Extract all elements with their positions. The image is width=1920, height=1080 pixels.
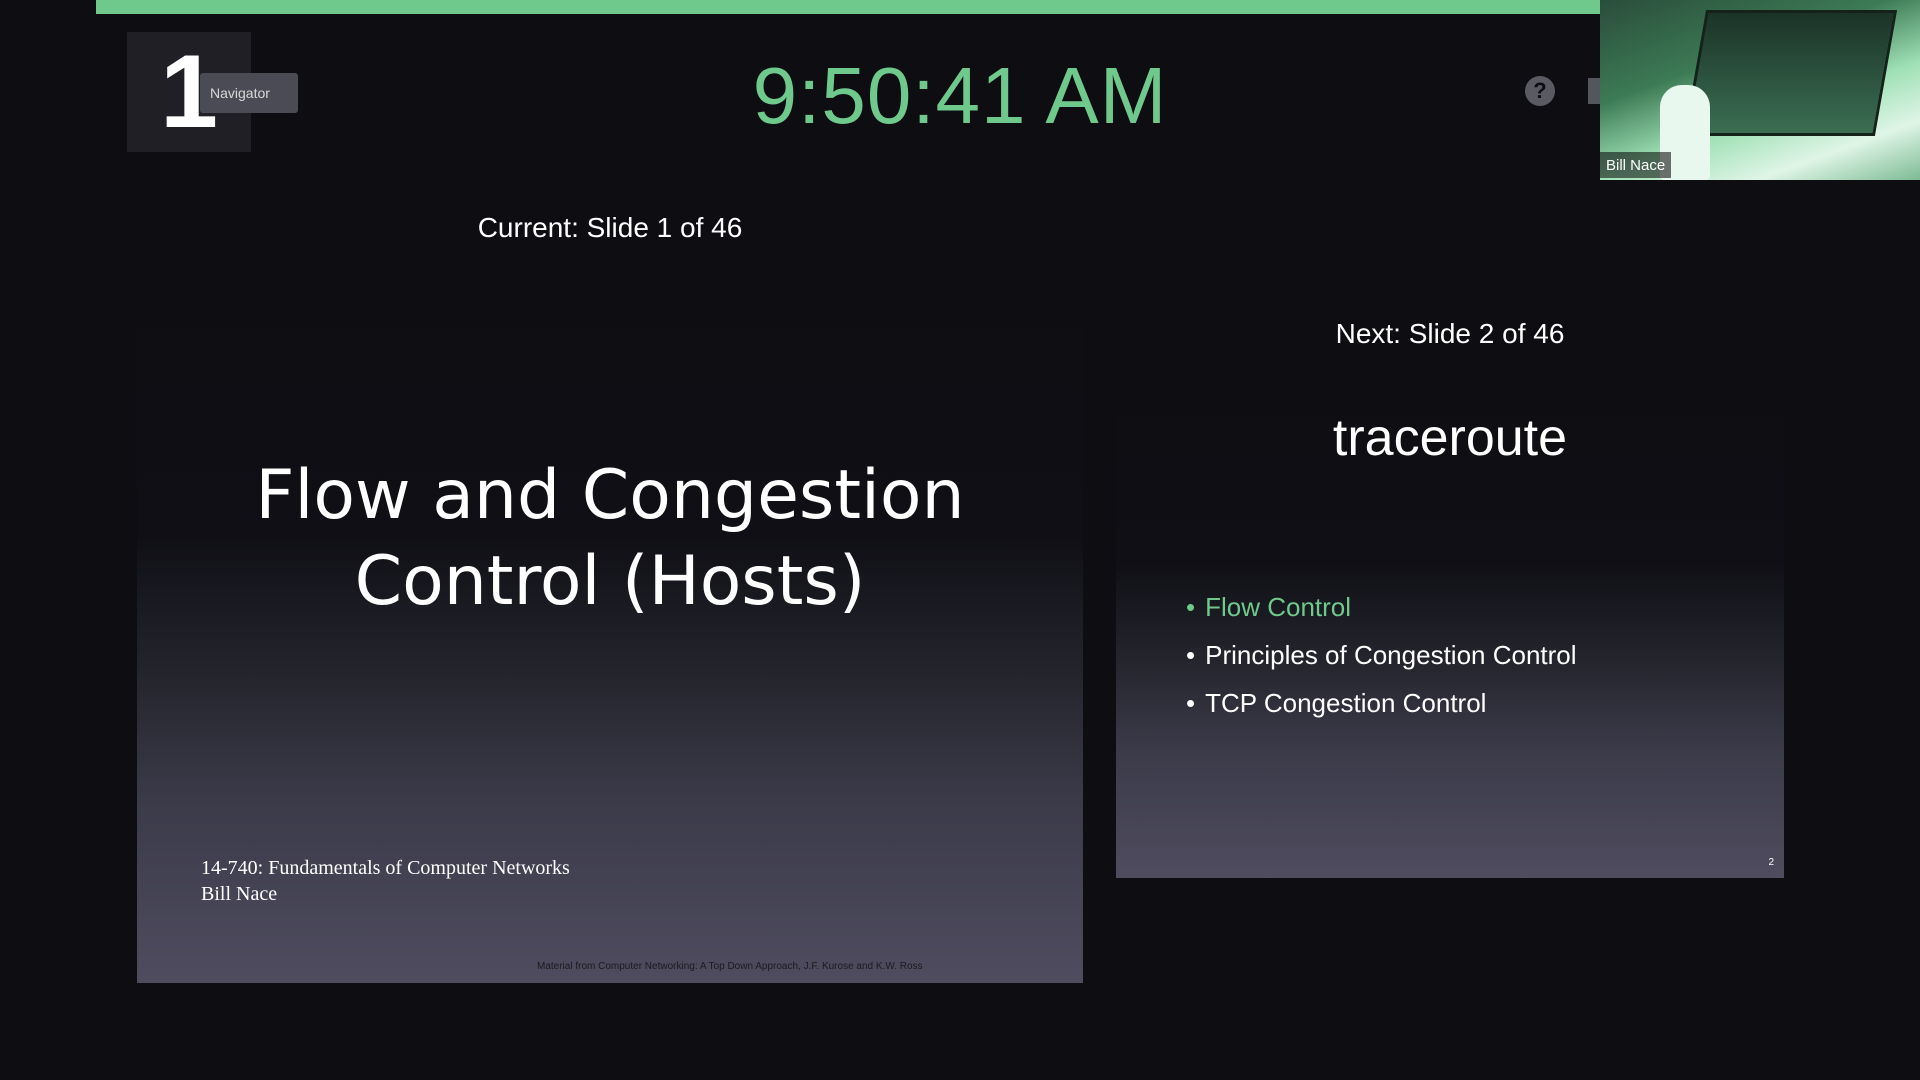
- current-slide-course: 14-740: Fundamentals of Computer Network…: [201, 857, 570, 879]
- webcam-name-label: Bill Nace: [1600, 152, 1672, 178]
- current-slide-label: Current: Slide 1 of 46: [477, 212, 743, 243]
- next-slide-bullet: •Principles of Congestion Control: [1186, 640, 1577, 670]
- next-slide-bullet-text: Principles of Congestion Control: [1205, 640, 1577, 670]
- current-slide-footer: 14-740: Fundamentals of Computer Network…: [201, 855, 570, 907]
- top-accent-bar: [96, 0, 1600, 14]
- current-slide-preview[interactable]: Flow and Congestion Control (Hosts) 14-7…: [137, 273, 1083, 983]
- presenter-clock: 9:50:41 AM: [752, 51, 1168, 140]
- question-circle-icon[interactable]: ?: [1525, 76, 1555, 106]
- next-slide-title: traceroute: [1332, 409, 1568, 467]
- next-slide-bullets: •Flow Control •Principles of Congestion …: [1186, 583, 1577, 727]
- current-slide-title: Flow and Congestion Control (Hosts): [137, 453, 1083, 625]
- next-slide-bullet: •TCP Congestion Control: [1186, 688, 1487, 718]
- navigator-button[interactable]: Navigator: [200, 73, 298, 113]
- current-slide-author: Bill Nace: [201, 883, 278, 905]
- next-slide-label: Next: Slide 2 of 46: [1335, 318, 1565, 349]
- next-slide-page-number: 2: [1768, 857, 1774, 868]
- webcam-projector-screen: [1683, 10, 1898, 136]
- current-slide-credit: Material from Computer Networking: A Top…: [537, 961, 923, 972]
- next-slide-bullet-text: TCP Congestion Control: [1205, 688, 1487, 718]
- webcam-feed: Bill Nace: [1600, 0, 1920, 180]
- next-slide-bullet: •Flow Control: [1186, 592, 1352, 622]
- toolbar-edge-icon[interactable]: [1588, 78, 1600, 104]
- next-slide-bullet-text: Flow Control: [1205, 592, 1352, 622]
- current-slide-title-line2: Control (Hosts): [354, 542, 866, 621]
- next-slide-preview[interactable]: traceroute •Flow Control •Principles of …: [1116, 378, 1784, 878]
- current-slide-title-line1: Flow and Congestion: [255, 456, 965, 535]
